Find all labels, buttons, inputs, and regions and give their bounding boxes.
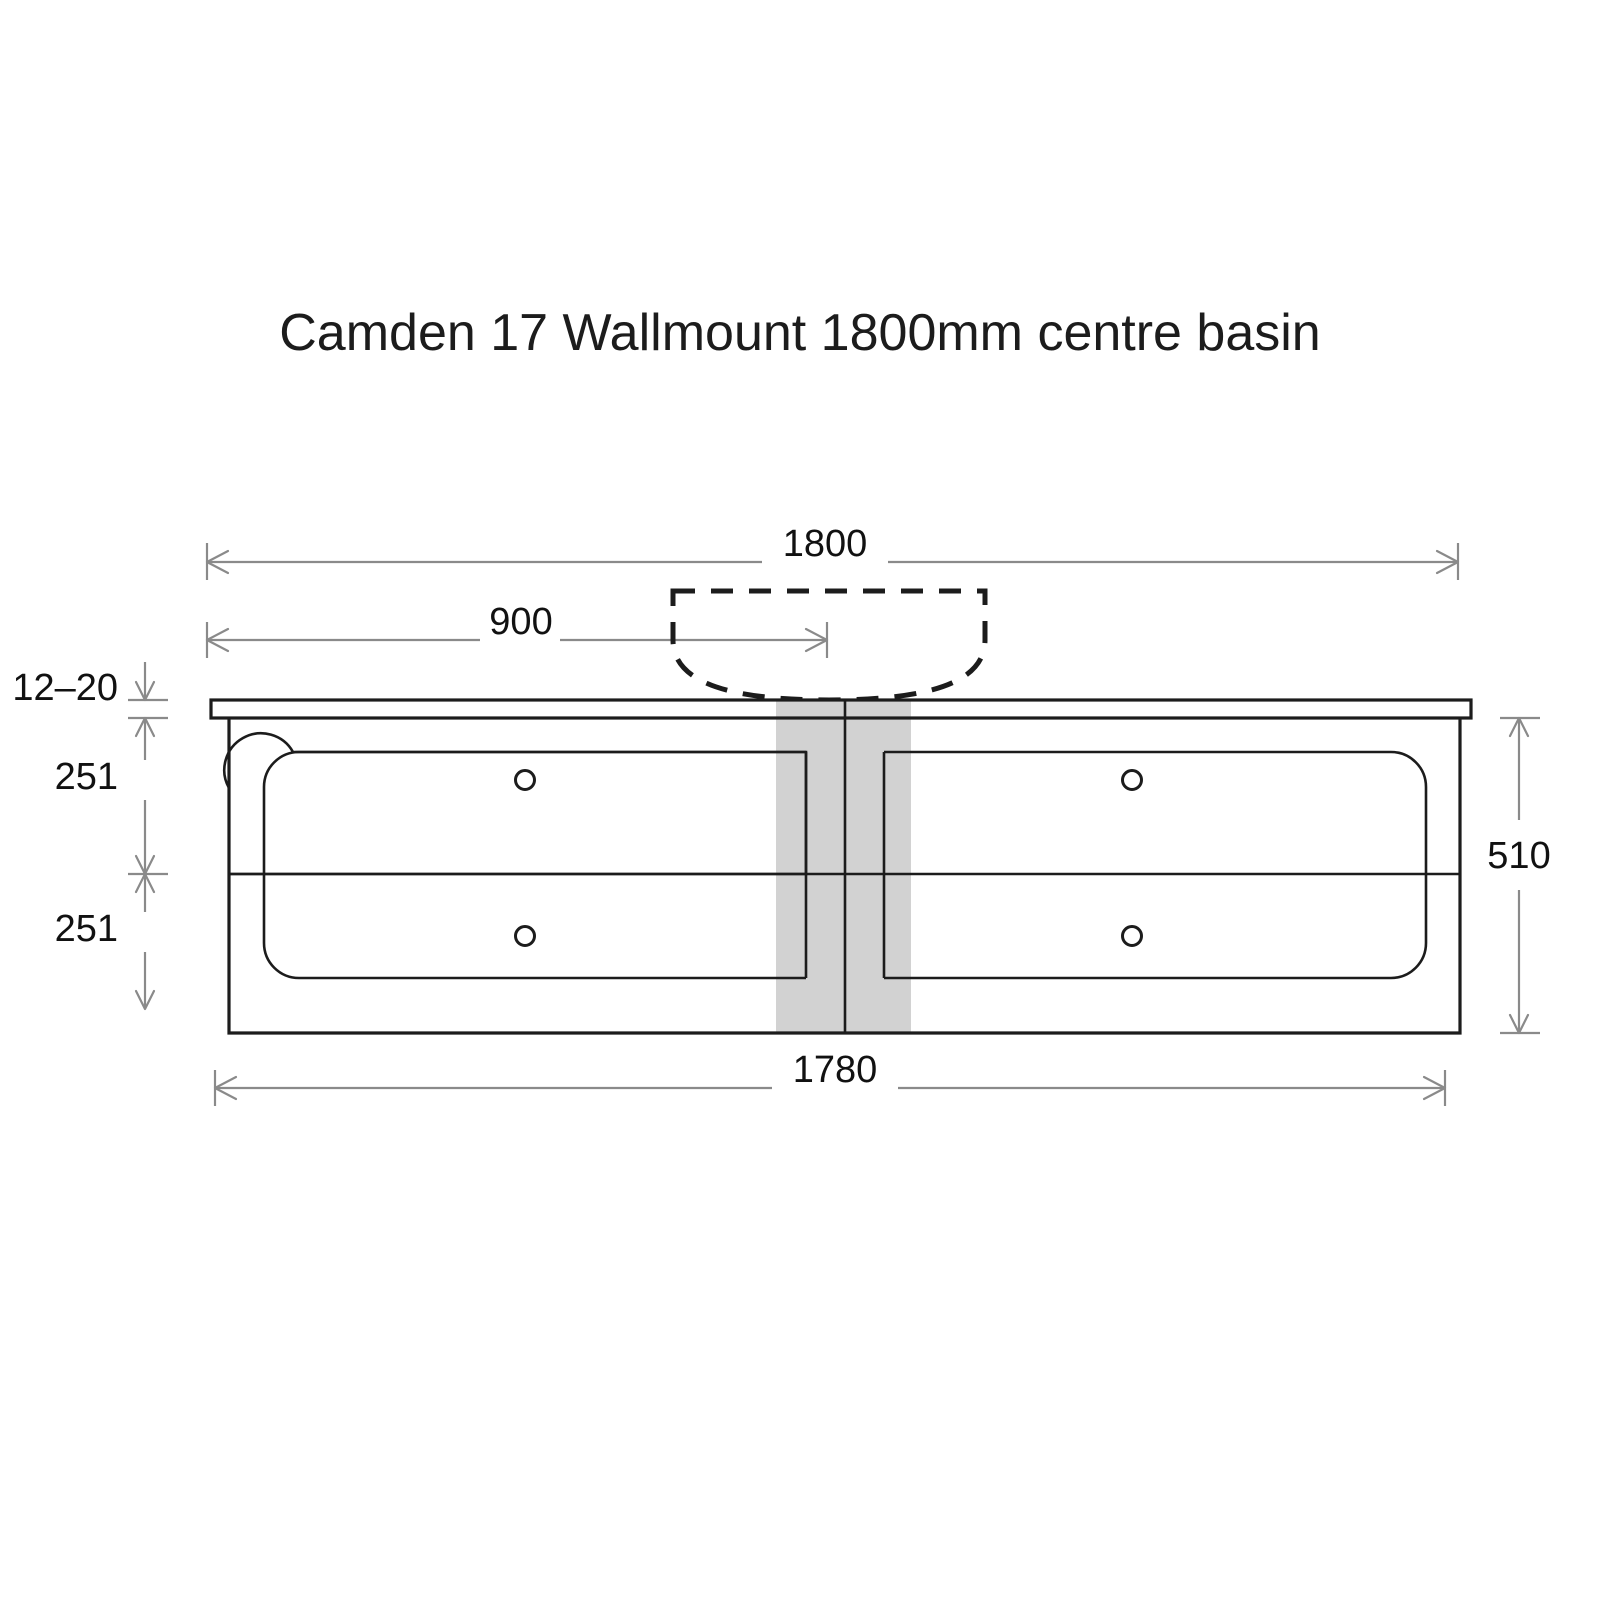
dimension-label-basin-offset: 900 — [489, 601, 552, 643]
upper-right-drawer-edge — [884, 750, 1428, 874]
dimension-cabinet-height: 510 — [1487, 716, 1551, 1035]
dimension-lower-drawer-height: 251 — [55, 872, 156, 1011]
basin-outline — [670, 588, 988, 703]
dimension-label-overall-width: 1800 — [783, 523, 868, 565]
dimension-cabinet-width: 1780 — [213, 1049, 1447, 1106]
dimension-label-countertop-thickness: 12–20 — [12, 667, 118, 709]
dimension-label-upper-drawer: 251 — [55, 756, 118, 798]
arrow-head-left — [205, 549, 230, 575]
arrow-head-900-left — [205, 627, 230, 653]
arrow-head-251-lower-top — [134, 872, 156, 894]
handle-hole-lower-left[interactable] — [514, 925, 536, 947]
arrow-head-right — [1435, 549, 1460, 575]
centre-shade-band — [776, 700, 911, 1033]
dimension-countertop-thickness: 12–20 — [12, 662, 168, 720]
handle-hole-lower-right[interactable] — [1121, 925, 1143, 947]
dimension-basin-offset: 900 — [205, 601, 829, 658]
dimension-overall-width: 1800 — [205, 523, 1460, 580]
lower-right-drawer-edge — [884, 874, 1428, 980]
handle-hole-upper-left[interactable] — [514, 769, 536, 791]
handle-hole-upper-right[interactable] — [1121, 769, 1143, 791]
dimension-label-cabinet-width: 1780 — [793, 1049, 878, 1091]
arrow-head-1780-left — [213, 1075, 238, 1101]
arrow-head-thickness-down — [134, 680, 156, 702]
page-title: Camden 17 Wallmount 1800mm centre basin — [279, 304, 1320, 362]
dimension-label-lower-drawer: 251 — [55, 908, 118, 950]
lower-left-drawer-edge — [262, 874, 806, 980]
arrow-head-251-lower-bottom — [134, 989, 156, 1011]
arrow-head-510-top — [1508, 716, 1530, 738]
dimension-label-cabinet-height: 510 — [1487, 835, 1550, 877]
upper-left-drawer-panel[interactable] — [223, 732, 808, 876]
arrow-head-900-right — [804, 627, 829, 653]
upper-left-drawer-edge — [262, 750, 806, 874]
dimension-upper-drawer-height: 251 — [55, 716, 156, 876]
arrow-head-510-bottom — [1508, 1013, 1530, 1035]
arrow-head-1780-right — [1422, 1075, 1447, 1101]
countertop — [209, 698, 1473, 720]
arrow-head-251-upper-top — [134, 716, 156, 738]
